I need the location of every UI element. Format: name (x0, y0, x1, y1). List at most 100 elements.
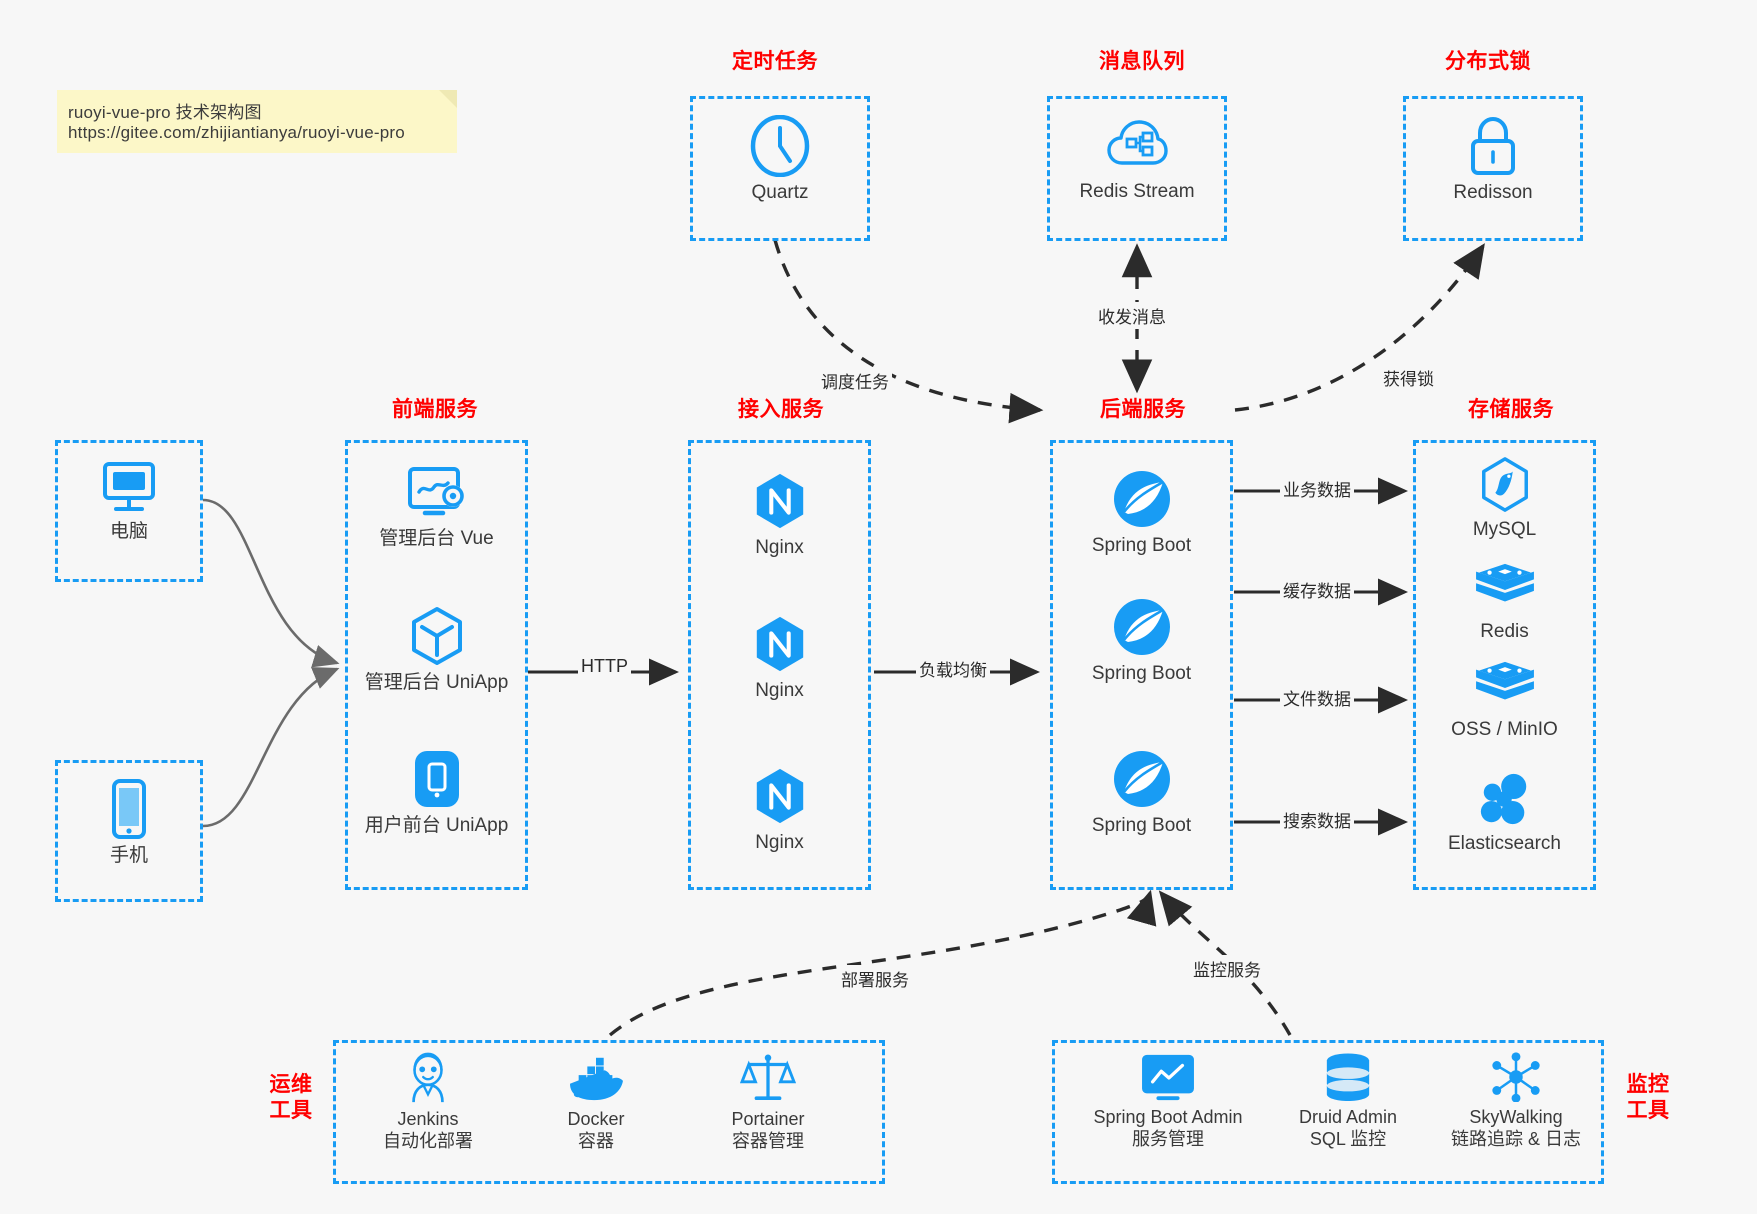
elasticsearch-icon (1480, 773, 1526, 825)
edge-label-acquire-lock: 获得锁 (1380, 364, 1437, 391)
node-label-admin-uniapp: 管理后台 UniApp (364, 672, 509, 693)
note-url: https://gitee.com/zhijiantianya/ruoyi-vu… (68, 123, 405, 142)
node-user-uniapp: 用户前台 UniApp (355, 748, 518, 837)
node-label-skywalking: SkyWalking (1469, 1107, 1563, 1127)
portainer-scales-icon (740, 1054, 796, 1101)
dashboard-gear-icon (407, 467, 464, 516)
group-header-backend-service: 后端服务 (1100, 398, 1186, 421)
group-box-frontend-service (345, 440, 528, 890)
node-label-redis: Redis (1480, 621, 1529, 642)
nginx-icon (756, 473, 803, 529)
edge-label-business-data: 业务数据 (1280, 475, 1354, 502)
group-header-message-queue: 消息队列 (1099, 50, 1185, 73)
note-title: ruoyi-vue-pro 技术架构图 (68, 103, 262, 122)
node-label-computer: 电脑 (109, 521, 148, 542)
node-desc-jenkins: 自动化部署 (383, 1131, 473, 1151)
node-label-jenkins: Jenkins (397, 1109, 459, 1129)
node-admin-uniapp: 管理后台 UniApp (355, 605, 518, 694)
mobile-icon (112, 779, 146, 839)
node-label-docker: Docker (567, 1109, 625, 1129)
group-box-computer (55, 440, 203, 582)
node-elasticsearch: Elasticsearch (1423, 772, 1586, 855)
group-box-backend-service (1050, 440, 1233, 890)
node-spring-boot-admin: Spring Boot Admin 服务管理 (1070, 1052, 1266, 1150)
spring-boot-icon (1113, 599, 1170, 655)
node-desc-portainer: 容器管理 (732, 1131, 804, 1151)
mysql-icon (1481, 457, 1528, 512)
edge-phone-to-frontend (202, 667, 340, 828)
diagram-note: ruoyi-vue-pro 技术架构图 https://gitee.com/zh… (57, 90, 457, 153)
group-header-devops-tools: 运维 工具 (255, 1072, 327, 1124)
skywalking-network-icon (1492, 1052, 1540, 1102)
spring-boot-icon (1113, 471, 1170, 527)
node-spring-boot-3: Spring Boot (1060, 748, 1223, 837)
group-box-distributed-lock (1403, 96, 1583, 241)
monitor-tools-line2: 工具 (1626, 1099, 1670, 1122)
node-desc-druid-admin: SQL 监控 (1309, 1129, 1387, 1149)
node-redisson: Redisson (1413, 115, 1573, 204)
group-box-phone (55, 760, 203, 902)
node-desc-skywalking: 链路追踪 & 日志 (1450, 1129, 1581, 1149)
node-spring-boot-1: Spring Boot (1060, 468, 1223, 557)
edge-label-schedule-task: 调度任务 (818, 367, 892, 394)
group-header-storage-service: 存储服务 (1468, 398, 1554, 421)
devops-tools-line2: 工具 (269, 1099, 313, 1122)
jenkins-icon (412, 1052, 444, 1103)
node-label-nginx-3: Nginx (755, 832, 804, 853)
node-desc-docker: 容器 (578, 1131, 614, 1151)
node-label-mysql: MySQL (1472, 519, 1537, 540)
database-icon (1326, 1053, 1370, 1102)
node-label-user-uniapp: 用户前台 UniApp (364, 815, 509, 836)
node-redis: Redis (1423, 562, 1586, 643)
nginx-icon (756, 616, 803, 672)
group-header-gateway-service: 接入服务 (738, 398, 824, 421)
node-label-spring-boot-3: Spring Boot (1091, 815, 1192, 836)
mobile-app-icon (414, 751, 459, 807)
node-label-druid-admin: Druid Admin (1298, 1107, 1398, 1127)
group-header-frontend-service: 前端服务 (392, 398, 478, 421)
edge-label-file-data: 文件数据 (1280, 684, 1354, 711)
edge-computer-to-frontend (202, 498, 340, 668)
node-label-spring-boot-1: Spring Boot (1091, 535, 1192, 556)
cube-icon (411, 607, 462, 665)
group-header-monitor-tools: 监控 工具 (1612, 1072, 1684, 1124)
node-label-spring-boot-admin: Spring Boot Admin (1093, 1107, 1243, 1127)
node-skywalking: SkyWalking 链路追踪 & 日志 (1430, 1052, 1602, 1150)
node-label-elasticsearch: Elasticsearch (1448, 833, 1561, 854)
group-box-devops-tools (333, 1040, 885, 1184)
clock-icon (750, 115, 810, 177)
node-phone: 手机 (65, 778, 193, 867)
spring-boot-icon (1113, 751, 1170, 807)
node-redis-stream: Redis Stream (1057, 118, 1217, 203)
edge-label-deploy-service: 部署服务 (838, 965, 912, 992)
edge-quartz-to-backend (773, 239, 1044, 424)
node-label-spring-boot-2: Spring Boot (1091, 663, 1192, 684)
node-docker: Docker 容器 (518, 1052, 674, 1152)
docker-icon (570, 1057, 623, 1101)
node-computer: 电脑 (65, 460, 193, 543)
edge-label-load-balance: 负载均衡 (916, 655, 990, 682)
node-label-redisson: Redisson (1453, 182, 1533, 203)
node-label-redis-stream: Redis Stream (1079, 181, 1195, 202)
monitor-chart-icon (1142, 1054, 1194, 1101)
cloud-stream-icon (1107, 120, 1168, 165)
group-box-gateway-service (688, 440, 871, 890)
edge-label-http: HTTP (578, 655, 631, 678)
node-portainer: Portainer 容器管理 (690, 1052, 846, 1152)
edge-label-send-receive-message: 收发消息 (1095, 302, 1169, 329)
group-header-scheduled-task: 定时任务 (732, 50, 818, 73)
node-label-phone: 手机 (109, 845, 148, 866)
node-druid-admin: Druid Admin SQL 监控 (1270, 1052, 1426, 1150)
note-fold-icon (439, 90, 457, 108)
node-nginx-2: Nginx (698, 613, 861, 702)
node-nginx-1: Nginx (698, 470, 861, 559)
edge-label-search-data: 搜索数据 (1280, 806, 1354, 833)
devops-tools-line1: 运维 (269, 1073, 313, 1096)
node-label-admin-vue: 管理后台 Vue (379, 528, 494, 549)
node-oss-minio: OSS / MinIO (1423, 660, 1586, 741)
node-label-nginx-2: Nginx (755, 680, 804, 701)
node-label-portainer: Portainer (731, 1109, 805, 1129)
edge-devops-to-backend (608, 889, 1157, 1037)
desktop-icon (103, 462, 155, 511)
